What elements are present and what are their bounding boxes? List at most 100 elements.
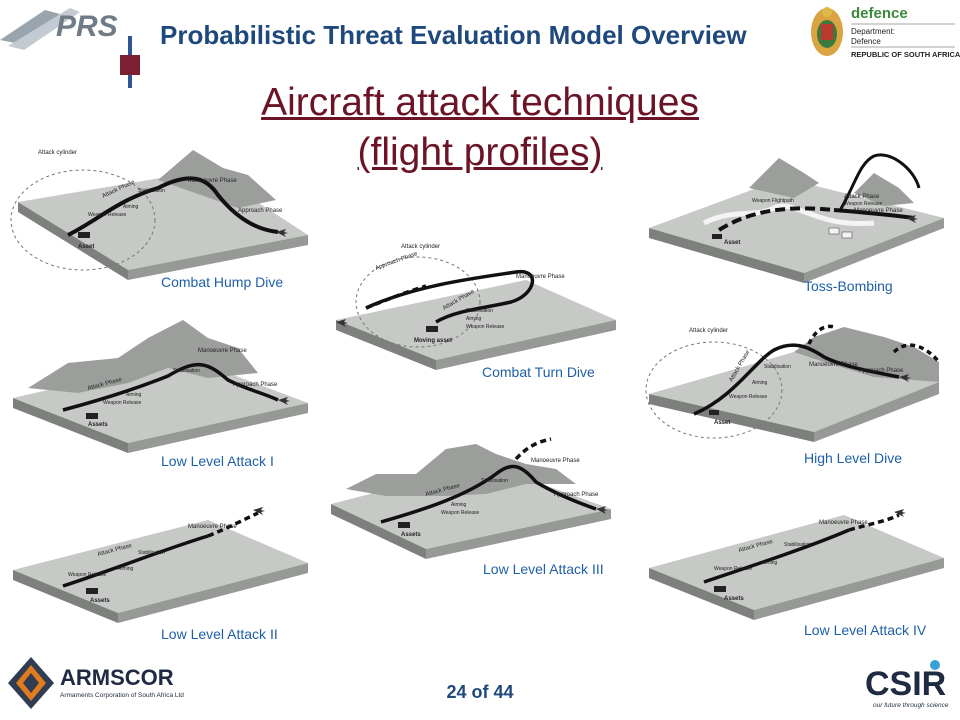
caption-toss-bombing: Toss-Bombing	[804, 278, 893, 294]
caption-low-level-attack-1: Low Level Attack I	[161, 453, 274, 469]
aircraft-icon	[278, 397, 290, 405]
aircraft-icon	[336, 319, 348, 327]
asset-icon	[426, 326, 438, 332]
label-weapon-release: Weapon Release	[103, 400, 141, 406]
label-manoeuvre-phase: Manoeuvre Phase	[188, 178, 237, 184]
aircraft-icon	[253, 507, 265, 515]
label-manoeuvre-phase: Manoeuvre Phase	[819, 520, 868, 526]
label-approach-phase: Approach Phase	[238, 208, 283, 214]
panel-low-level-attack-1: Manoeuvre Phase Stabilisation Attack Pha…	[8, 318, 318, 472]
header-title: Probabilistic Threat Evaluation Model Ov…	[160, 20, 747, 50]
defence-wordmark: defence	[851, 5, 908, 22]
label-asset: Asset	[78, 244, 94, 250]
label-manoeuvre-phase: Manoeuvre Phase	[198, 348, 247, 354]
csir-logo: CSIR our future through science	[855, 655, 955, 715]
armscor-name: ARMSCOR	[60, 665, 174, 690]
coat-of-arms-icon	[811, 7, 843, 56]
panel-toss-bombing: Weapon Flightpath Attack Phase Weapon Re…	[644, 148, 956, 298]
label-weapon-flightpath: Weapon Flightpath	[752, 198, 794, 204]
label-stabilisation: Stabilisation	[481, 478, 508, 484]
aircraft-icon	[596, 506, 608, 514]
panel-low-level-attack-2: Manoeuvre Phase Attack Phase Stabilisati…	[8, 498, 318, 648]
page-number: 24 of 44	[420, 682, 540, 703]
label-aiming: Aiming	[466, 316, 482, 322]
defence-dept-label: Department:	[851, 27, 895, 36]
page-number-text: 24 of 44	[446, 682, 514, 702]
label-asset: Asset	[724, 240, 740, 246]
label-attack-cylinder: Attack cylinder	[401, 244, 440, 250]
label-approach-phase: Approach Phase	[375, 251, 419, 272]
label-stabilisation: Stabilisation	[138, 188, 165, 194]
label-aiming: Aiming	[762, 560, 778, 566]
label-weapon-release: Weapon Release	[68, 572, 106, 578]
label-attack-phase: Attack Phase	[844, 194, 880, 200]
caption-low-level-attack-4: Low Level Attack IV	[804, 622, 927, 638]
asset-icon	[86, 413, 98, 419]
label-assets: Assets	[88, 422, 108, 428]
defence-name: Defence	[851, 37, 881, 46]
label-approach-phase: Approach Phase	[859, 368, 904, 374]
building-icon	[828, 227, 840, 235]
label-aiming: Aiming	[451, 502, 467, 508]
label-attack-cylinder: Attack cylinder	[689, 328, 728, 334]
label-aiming: Aiming	[123, 204, 139, 210]
label-aiming: Aiming	[752, 380, 768, 386]
label-assets: Assets	[724, 596, 744, 602]
label-weapon-release: Weapon Release	[466, 324, 504, 330]
label-manoeuvre-phase: Manoeuvre Phase	[531, 458, 580, 464]
csir-tagline: our future through science	[873, 702, 949, 709]
aircraft-icon	[906, 215, 918, 223]
aircraft-icon	[894, 509, 906, 517]
panel-combat-hump-dive: Attack cylinder Attack Phase Stabilisati…	[8, 140, 318, 292]
label-approach-phase: Approach Phase	[554, 492, 599, 498]
label-stabilisation: Stabilisation	[784, 542, 811, 548]
label-assets: Assets	[401, 532, 421, 538]
label-stabilisation: Stabilisation	[138, 550, 165, 556]
prs-logo-text: PRS	[56, 10, 118, 43]
label-weapon-release: Weapon Release	[714, 566, 752, 572]
label-manoeuvre-phase: Manoeuvre Phase	[188, 524, 237, 530]
header-accent-square	[120, 55, 140, 75]
slide-title: Aircraft attack techniques (flight profi…	[180, 78, 780, 178]
panel-low-level-attack-3: Manoeuvre Phase Stabilisation Attack Pha…	[326, 424, 626, 580]
label-manoeuvre-phase: Manoeuvre Phase	[516, 274, 565, 280]
slide-title-line2: (flight profiles)	[357, 131, 603, 174]
label-stabilisation: Stabilisation	[466, 308, 493, 314]
label-weapon-release: Weapon Release	[844, 201, 882, 207]
caption-combat-hump-dive: Combat Hump Dive	[161, 274, 284, 290]
label-weapon-release: Weapon Release	[88, 212, 126, 218]
panel-combat-turn-dive: Attack cylinder Approach Phase Manoeuvre…	[326, 240, 626, 384]
asset-icon	[709, 410, 719, 415]
asset-icon	[398, 522, 410, 528]
label-weapon-release: Weapon Release	[441, 510, 479, 516]
caption-high-level-dive: High Level Dive	[804, 450, 903, 466]
caption-combat-turn-dive: Combat Turn Dive	[482, 364, 595, 380]
label-aiming: Aiming	[118, 566, 134, 572]
asset-icon	[86, 588, 98, 594]
label-assets: Assets	[90, 598, 110, 604]
label-asset: Asset	[714, 420, 730, 426]
label-manoeuvre-phase: Manoeuvre Phase	[809, 362, 858, 368]
panel-low-level-attack-4: Manoeuvre Phase Attack Phase Stabilisati…	[644, 500, 956, 646]
label-stabilisation: Stabilisation	[173, 368, 200, 374]
panel-high-level-dive: Attack cylinder Attack Phase Stabilisati…	[644, 322, 956, 472]
label-attack-cylinder: Attack cylinder	[38, 150, 77, 156]
csir-name: CSIR	[865, 665, 946, 703]
armscor-logo: ARMSCOR Armaments Corporation of South A…	[6, 655, 196, 715]
label-aiming: Aiming	[126, 392, 142, 398]
aircraft-icon	[899, 374, 911, 382]
label-approach-phase: Approach Phase	[233, 382, 278, 388]
label-moving-asset: Moving asset	[414, 338, 452, 344]
building-icon	[841, 231, 853, 239]
label-weapon-release: Weapon Release	[729, 394, 767, 400]
asset-icon	[714, 586, 726, 592]
asset-icon	[712, 234, 722, 239]
label-stabilisation: Stabilisation	[764, 364, 791, 370]
asset-icon	[78, 232, 90, 238]
sa-defence-logo: defence Department: Defence REPUBLIC OF …	[805, 2, 960, 62]
caption-low-level-attack-3: Low Level Attack III	[483, 561, 604, 577]
label-manoeuvre-phase: Manoeuvre Phase	[854, 208, 903, 214]
defence-country: REPUBLIC OF SOUTH AFRICA	[851, 50, 960, 59]
aircraft-icon	[276, 229, 288, 237]
slide-title-line1: Aircraft attack techniques	[261, 81, 699, 124]
